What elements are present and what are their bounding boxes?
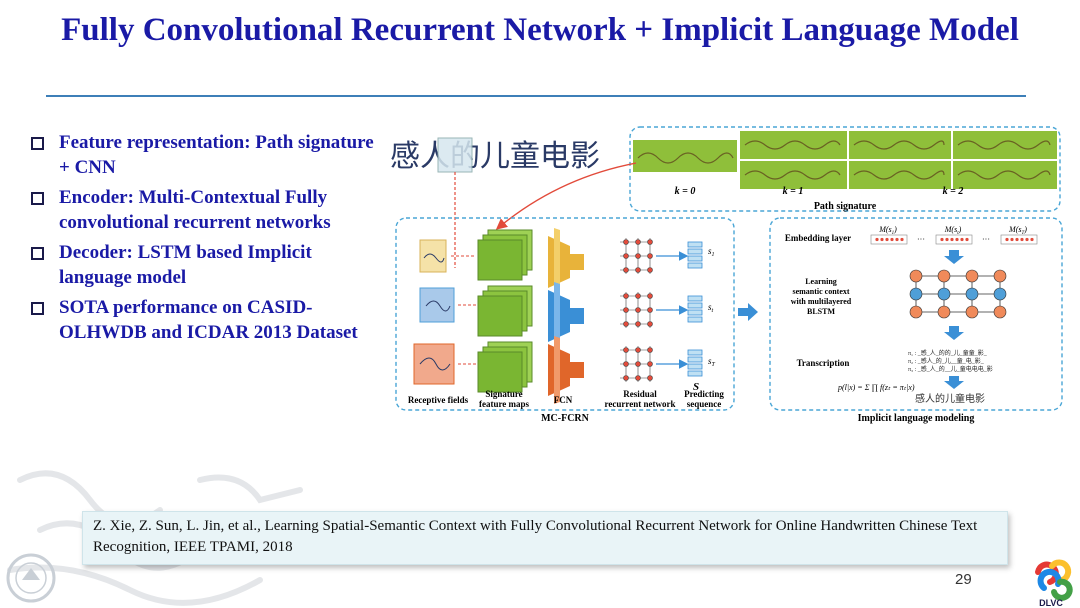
receptive-fields — [413, 239, 476, 385]
svg-text:M(s1): M(s1) — [878, 225, 897, 236]
k-label: k = 0 — [675, 186, 696, 197]
bullet-text: Decoder: LSTM based Implicit language mo… — [59, 242, 312, 288]
predicting-sequence: s1 st sT S — [656, 241, 716, 393]
svg-text:sT: sT — [708, 356, 716, 368]
svg-text:M(sT): M(sT) — [1008, 225, 1027, 236]
encoder-to-decoder-arrow — [738, 303, 758, 321]
checkbox-bullet-icon — [31, 137, 44, 150]
stage-label: recurrent network — [605, 399, 676, 409]
stage-label: sequence — [687, 399, 722, 409]
svg-text:s1: s1 — [708, 246, 715, 258]
stage-label: Residual — [623, 389, 657, 399]
svg-text:···: ··· — [982, 235, 990, 244]
stage-label: Predicting — [684, 389, 724, 399]
bullet-list: Feature representation: Path signature +… — [30, 130, 375, 350]
bullet-item: Encoder: Multi-Contextual Fully convolut… — [30, 185, 375, 235]
bullet-item: SOTA performance on CASID-OLHWDB and ICD… — [30, 295, 375, 345]
implicit-language-model: Embedding layer M(s1) M(st) M(sT) ··· ···… — [785, 225, 1038, 424]
signature-feature-maps — [477, 229, 533, 393]
citation-box: Z. Xie, Z. Sun, L. Jin, et al., Learning… — [82, 511, 1008, 565]
k-label: k = 1 — [783, 186, 804, 197]
svg-text:st: st — [708, 302, 714, 314]
dlvc-logo-text: DLVC — [1039, 598, 1063, 608]
svg-text:M(st): M(st) — [944, 225, 962, 236]
handwriting-input-text: 感人的儿童电影 — [390, 140, 600, 173]
checkbox-bullet-icon — [31, 302, 44, 315]
stage-label: feature maps — [479, 399, 530, 409]
bullet-text: Encoder: Multi-Contextual Fully convolut… — [59, 187, 331, 233]
output-text: 感人的儿童电影 — [915, 392, 985, 405]
page-number: 29 — [955, 571, 972, 588]
slide-title: Fully Convolutional Recurrent Network + … — [61, 12, 1019, 48]
path-signature-maps: k = 0 k = 1 k = 2 Path signature — [633, 131, 1057, 212]
stage-label: FCN — [554, 395, 573, 405]
stage-label: Receptive fields — [408, 395, 469, 405]
implicit-lm-label: Implicit language modeling — [858, 413, 975, 424]
bullet-text: Feature representation: Path signature +… — [59, 132, 374, 178]
svg-text:π₂ : _感人_的_儿__童_电_影_: π₂ : _感人_的_儿__童_电_影_ — [908, 357, 985, 365]
checkbox-bullet-icon — [31, 247, 44, 260]
path-signature-box — [629, 126, 1061, 212]
stage-label: Signature — [485, 389, 522, 399]
university-seal-logo — [6, 553, 56, 603]
svg-text:Learning: Learning — [805, 277, 837, 286]
bullet-item: Feature representation: Path signature +… — [30, 130, 375, 180]
residual-recurrent-network — [620, 238, 653, 382]
svg-text:π₁ : _感_人_的的_儿_童童_影_: π₁ : _感_人_的的_儿_童童_影_ — [908, 349, 988, 357]
embedding-layer-label: Embedding layer — [785, 233, 851, 243]
transcription-label: Transcription — [797, 358, 850, 368]
handwriting-input: 感人的儿童电影 — [390, 137, 600, 268]
bullet-text: SOTA performance on CASID-OLHWDB and ICD… — [59, 297, 358, 343]
dlvc-logo: DLVC — [1035, 559, 1073, 608]
svg-text:semantic context: semantic context — [792, 287, 849, 296]
signature-to-encoder-arrow — [495, 162, 637, 230]
implicit-lm-box — [769, 217, 1063, 411]
svg-text:···: ··· — [917, 235, 925, 244]
svg-text:π₃ : _感_人_的__儿_童电电电_影: π₃ : _感_人_的__儿_童电电电_影 — [908, 365, 993, 373]
blstm-nodes — [909, 269, 1007, 319]
mc-fcrn-box — [395, 217, 735, 411]
svg-text:BLSTM: BLSTM — [807, 307, 835, 316]
path-signature-label: Path signature — [814, 201, 877, 212]
checkbox-bullet-icon — [31, 192, 44, 205]
ctc-formula: p(l|x) = Σ ∏ f(zₜ = πₜ|x) — [837, 383, 915, 392]
fcn-blocks — [548, 228, 584, 404]
mc-fcrn-label: MC-FCRN — [541, 413, 590, 424]
architecture-figure: 感人的儿童电影 k = 0 k = 1 k = 2 Path signature — [390, 126, 1063, 424]
bullet-item: Decoder: LSTM based Implicit language mo… — [30, 240, 375, 290]
k-label: k = 2 — [943, 186, 964, 197]
title-divider — [46, 95, 1026, 97]
svg-text:with multilayered: with multilayered — [791, 297, 852, 306]
sequence-symbol: S — [693, 381, 699, 393]
